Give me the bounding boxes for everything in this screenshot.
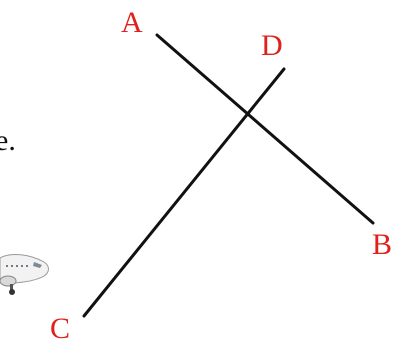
- point-label-b: B: [372, 228, 392, 261]
- point-label-a: A: [121, 6, 143, 39]
- segment-cd: [82, 67, 286, 318]
- airplane-icon: [0, 254, 49, 295]
- point-label-c: C: [50, 312, 70, 344]
- segment-ab: [155, 33, 375, 225]
- point-label-d: D: [261, 29, 283, 62]
- partial-text: e.: [0, 124, 16, 157]
